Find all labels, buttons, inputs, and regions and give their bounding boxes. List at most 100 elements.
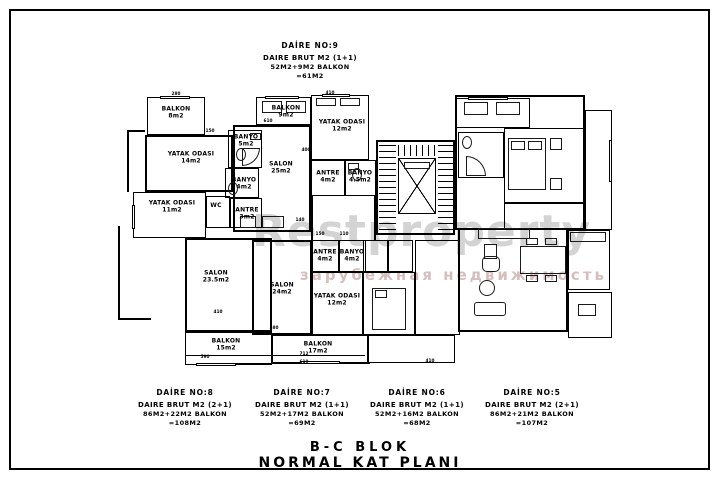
room-banyo-4 xyxy=(225,168,259,198)
dimension-label: 140 xyxy=(295,217,305,223)
dimension-label: 619 xyxy=(299,359,309,365)
furniture-armchair xyxy=(482,256,500,272)
room-daire5-banyo xyxy=(458,132,504,178)
window xyxy=(160,96,190,99)
daire-calc: 52M2+16M2 BALKON xyxy=(374,410,460,419)
dimension-label: 410 xyxy=(213,309,223,315)
furniture-kitchen-unit xyxy=(262,216,284,228)
dimension-label: 410 xyxy=(425,358,435,364)
furniture-table xyxy=(578,304,596,316)
wall-line xyxy=(185,355,365,356)
furniture-chair xyxy=(526,275,538,282)
drawing-title: B-C BLOK NORMAL KAT PLANI xyxy=(0,440,720,471)
daire-5-info: DAİRE NO:5 DAIRE BRUT M2 (2+1) 86M2+21M2… xyxy=(457,388,607,429)
furniture-counter xyxy=(570,232,606,242)
furniture-balcony-seat xyxy=(496,102,520,115)
room-daire5-salon xyxy=(458,228,568,332)
dimension-label: 150 xyxy=(315,231,325,237)
furniture-chair xyxy=(545,275,557,282)
window xyxy=(468,97,508,100)
room-daire5-oda xyxy=(568,230,610,290)
room-banyo-5 xyxy=(228,130,262,168)
room-salon-24 xyxy=(252,240,312,335)
furniture-balcony-seat xyxy=(464,102,488,115)
daire-calc: 52M2+17M2 BALKON xyxy=(259,410,345,419)
dimension-label: 400 xyxy=(301,147,311,153)
sheet-border xyxy=(9,9,710,470)
room-daire5-yatak-odasi xyxy=(504,128,584,203)
furniture-balcony-seat xyxy=(262,101,282,113)
room-daire5-mutfak xyxy=(504,203,584,230)
daire-brut: DAIRE BRUT M2 (2+1) xyxy=(138,400,232,409)
room-salon-23-5 xyxy=(185,238,272,332)
dimension-label: 150 xyxy=(205,128,215,134)
window xyxy=(300,361,340,364)
furniture-pillow xyxy=(375,290,387,298)
furniture-nightstand xyxy=(550,138,562,150)
room-stairwell xyxy=(376,140,455,235)
wall-line xyxy=(127,130,129,192)
room-daire6-balkon xyxy=(368,335,455,363)
dimension-label: 610 xyxy=(263,118,273,124)
wall-line xyxy=(118,226,120,320)
plan-name: NORMAL KAT PLANI xyxy=(258,455,462,471)
room-banyo-4-bottom xyxy=(339,240,366,272)
daire-8-info: DAİRE NO:8 DAIRE BRUT M2 (2+1) 86M2+22M2… xyxy=(110,388,260,429)
room-banyo-4-5 xyxy=(345,160,376,196)
daire-no: DAİRE NO:7 xyxy=(273,388,331,397)
daire-brut: DAIRE BRUT M2 (2+1) xyxy=(485,400,579,409)
furniture-chair xyxy=(526,238,538,245)
furniture-chair xyxy=(545,238,557,245)
stair-treads xyxy=(379,145,396,231)
daire-brut: DAIRE BRUT M2 (1+1) xyxy=(370,400,464,409)
daire-7-info: DAİRE NO:7 DAIRE BRUT M2 (1+1) 52M2+17M2… xyxy=(227,388,377,429)
daire-total: =61M2 xyxy=(296,72,324,81)
daire-brut: DAIRE BRUT M2 (1+1) xyxy=(255,400,349,409)
wall-line xyxy=(220,363,370,364)
furniture-elevator-counterweight xyxy=(404,162,430,169)
furniture-coffee-table xyxy=(479,280,495,296)
room-daire6-antre xyxy=(388,240,413,272)
furniture-pillow xyxy=(511,141,525,150)
furniture-stove xyxy=(484,244,497,259)
room-antre-4-bottom xyxy=(312,240,339,272)
daire-calc: 52M2+9M2 BALKON xyxy=(270,63,350,72)
window xyxy=(609,140,612,182)
dimension-label: 410 xyxy=(325,90,335,96)
room-salon-25 xyxy=(233,125,311,232)
furniture-toilet xyxy=(352,168,362,181)
furniture-dining-table xyxy=(520,246,566,274)
room-yatak-odasi-12-bottom xyxy=(312,272,363,335)
room-wc xyxy=(206,196,230,228)
furniture-balcony-seat xyxy=(286,101,306,113)
daire-total: =107M2 xyxy=(515,419,549,428)
furniture-wardrobe xyxy=(316,98,336,106)
daire-calc: 86M2+21M2 BALKON xyxy=(489,410,575,419)
wall-line xyxy=(311,196,313,240)
furniture-toilet xyxy=(462,136,472,149)
room-daire5-balkon-alt xyxy=(568,292,612,338)
daire-total: =108M2 xyxy=(168,419,202,428)
furniture-sofa xyxy=(474,302,506,316)
furniture-kitchen-unit xyxy=(240,216,256,228)
daire-calc: 86M2+22M2 BALKON xyxy=(142,410,228,419)
daire-no: DAİRE NO:9 xyxy=(281,41,339,50)
daire-6-info: DAİRE NO:6 DAIRE BRUT M2 (1+1) 52M2+16M2… xyxy=(342,388,492,429)
dimension-label: 712 xyxy=(299,351,309,357)
furniture-counter xyxy=(478,228,530,239)
